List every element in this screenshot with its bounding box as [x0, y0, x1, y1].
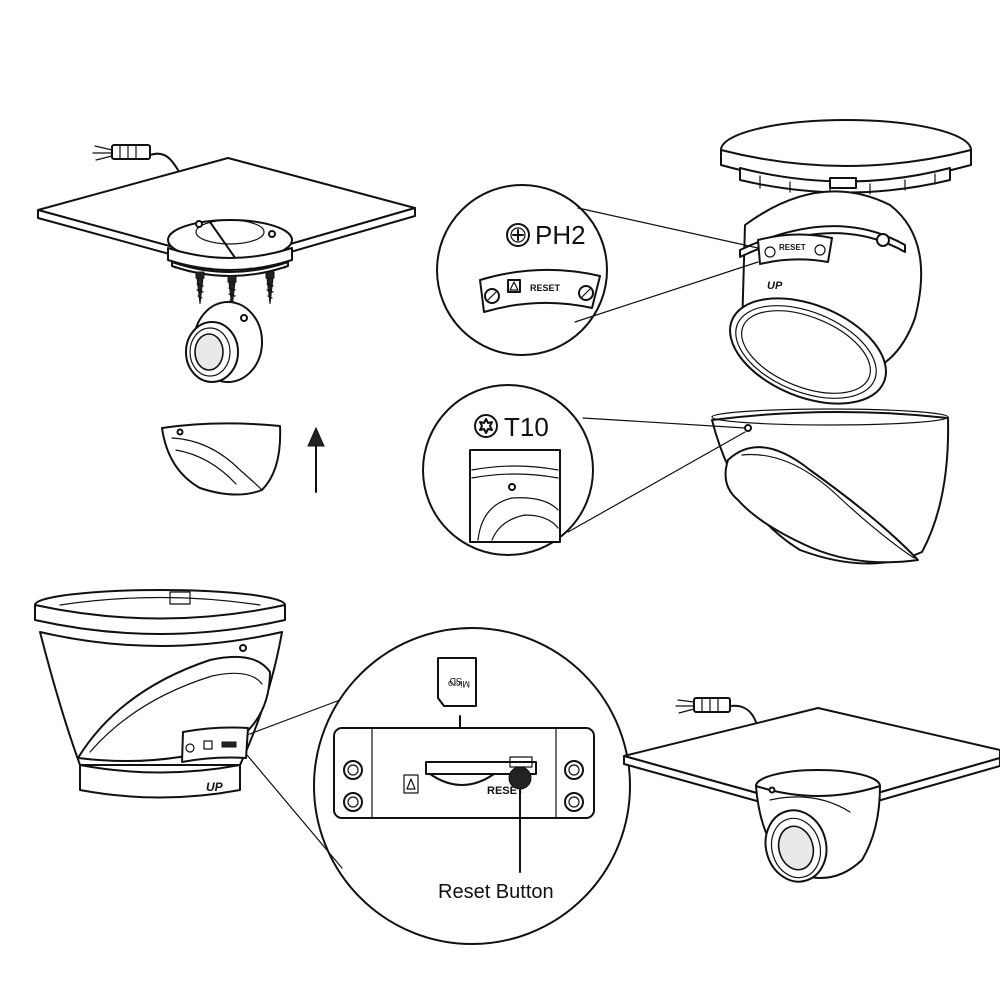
micro-sd-label-1: Micro — [448, 679, 470, 689]
micro-sd-magnifier: Micro SD — [246, 627, 631, 945]
step-micro-sd-reset: UP Micro SD — [34, 589, 631, 945]
step-ph2-loosen: RESET UP PH2 RESE — [436, 119, 972, 405]
reset-plate-label-small: RESET — [779, 243, 806, 252]
camera-body-ph2: RESET UP — [729, 190, 923, 405]
ceiling-base-ring — [720, 119, 972, 195]
step-t10-remove-cover: T10 — [422, 384, 950, 565]
mount-base-1 — [167, 219, 293, 277]
up-mark-large: UP — [206, 780, 224, 794]
micro-sd-label-2: SD — [449, 676, 462, 686]
ph2-magnifier: PH2 RESET — [436, 184, 759, 356]
step-final-install — [623, 697, 1000, 883]
sd-slot-plate: RESET — [333, 727, 595, 819]
reset-button-callout: Reset Button — [438, 881, 554, 903]
t10-detail-box — [469, 449, 561, 543]
screw-1 — [195, 271, 205, 305]
reset-button — [508, 766, 532, 790]
phillips-head-icon — [506, 223, 530, 247]
cover-shell-2 — [711, 408, 950, 565]
up-arrow-icon — [307, 426, 325, 493]
installed-dome-camera — [755, 769, 881, 883]
camera-ball-1 — [185, 301, 263, 383]
cable-connector-1 — [92, 144, 179, 171]
torx-star-icon — [474, 414, 498, 438]
step-ceiling-mount — [37, 144, 416, 383]
screw-2 — [227, 275, 237, 309]
screw-3 — [265, 271, 275, 305]
reset-plate-label: RESET — [530, 283, 561, 293]
cover-shell-1 — [161, 422, 282, 496]
cable-connector-2 — [675, 697, 757, 723]
mount-screws — [195, 271, 275, 309]
reset-plate-zoom: RESET — [479, 268, 601, 313]
t10-label: T10 — [504, 412, 549, 442]
micro-sd-card: Micro SD — [437, 657, 477, 707]
up-mark-small: UP — [767, 280, 783, 292]
ph2-label: PH2 — [535, 220, 586, 250]
t10-magnifier: T10 — [422, 384, 746, 556]
camera-body-large: UP — [34, 589, 286, 799]
